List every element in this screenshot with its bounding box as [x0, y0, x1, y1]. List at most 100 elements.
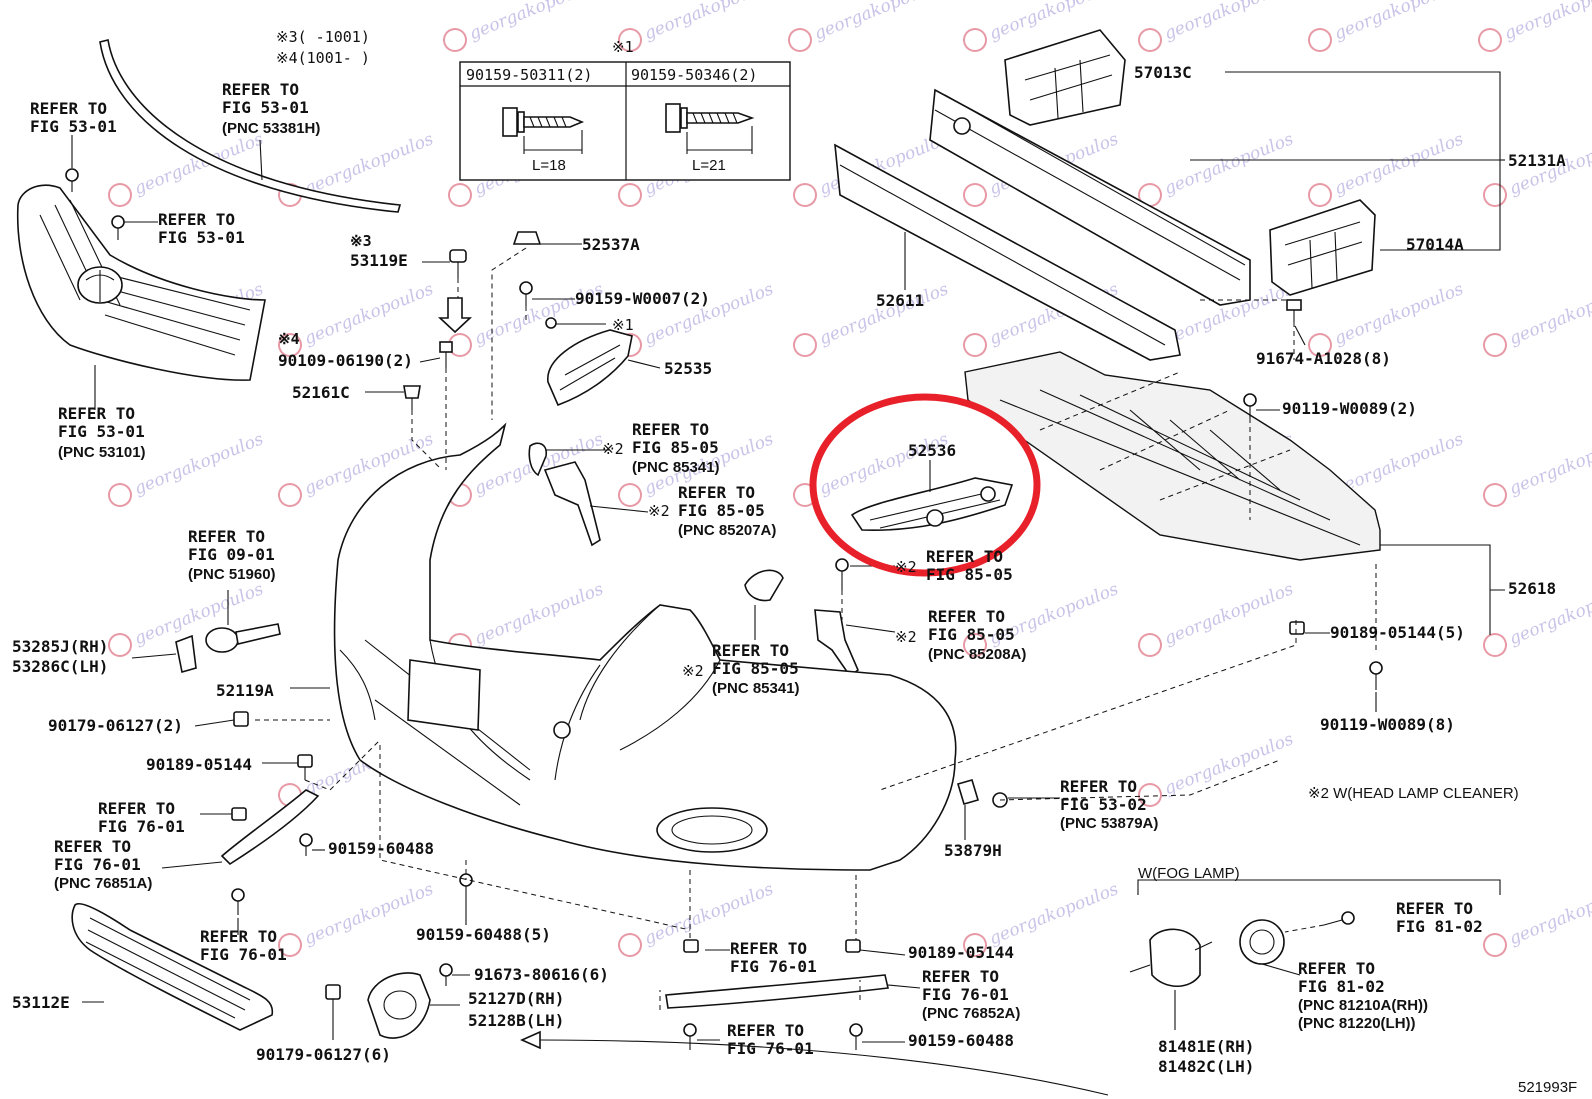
watermark-43: georgakopoulos	[278, 879, 437, 957]
screw-icon	[459, 873, 473, 900]
screw-icon	[1369, 661, 1383, 690]
clip-icon	[845, 939, 861, 953]
svg-text:georgakopoulos: georgakopoulos	[1331, 0, 1466, 44]
label-star2-e: ※2	[682, 662, 704, 680]
svg-text:georgakopoulos: georgakopoulos	[1161, 0, 1296, 44]
clip-icon	[512, 231, 542, 245]
watermark-18: georgakopoulos	[278, 279, 437, 357]
svg-text:georgakopoulos: georgakopoulos	[1161, 579, 1296, 649]
fog-lamp-bulb	[1239, 919, 1285, 965]
bolt-table-header: ※1	[612, 38, 634, 56]
clip-icon	[403, 385, 421, 410]
svg-text:georgakopoulos: georgakopoulos	[1506, 279, 1592, 349]
label-star2-b: ※2	[648, 502, 670, 520]
label-91673: 91673-80616(6)	[474, 965, 609, 984]
screw-icon	[65, 168, 79, 192]
watermark-2: georgakopoulos	[618, 0, 777, 52]
upper-molding-strip	[99, 39, 402, 213]
watermark-21: georgakopoulos	[793, 279, 952, 357]
screw-icon	[519, 281, 533, 306]
label-90179-b: 90179-06127(6)	[256, 1045, 391, 1064]
label-52127d: 52127D(RH)52128B(LH)	[468, 989, 564, 1030]
svg-text:georgakopoulos: georgakopoulos	[1506, 879, 1592, 949]
fog-lamp-housing	[1129, 928, 1213, 988]
bumper-bracket-52536	[850, 477, 1014, 532]
washer-nozzle	[543, 461, 601, 547]
label-90159-60488-c: 90159-60488	[908, 1031, 1014, 1050]
label-90189-b: 90189-05144	[908, 943, 1014, 962]
label-52536: 52536	[908, 441, 956, 460]
svg-text:georgakopoulos: georgakopoulos	[1161, 729, 1296, 799]
svg-text:georgakopoulos: georgakopoulos	[816, 279, 951, 349]
screw-icon	[835, 558, 849, 590]
clip-icon	[297, 754, 313, 780]
washer-cap	[528, 442, 548, 477]
dashed-lines	[255, 247, 1377, 1010]
screw-icon	[439, 963, 453, 986]
svg-text:georgakopoulos: georgakopoulos	[301, 129, 436, 199]
label-90189-a: 90189-05144	[146, 755, 252, 774]
svg-text:georgakopoulos: georgakopoulos	[1161, 129, 1296, 199]
side-retainer-76851a	[220, 789, 320, 866]
label-57013c: 57013C	[1134, 63, 1192, 82]
label-81481e: 81481E(RH)81482C(LH)	[1158, 1037, 1254, 1076]
svg-text:georgakopoulos: georgakopoulos	[466, 0, 601, 44]
clip-icon	[231, 807, 247, 821]
svg-text:georgakopoulos: georgakopoulos	[641, 0, 776, 44]
bolt-table-len1: L=18	[532, 157, 566, 174]
screw-icon	[299, 833, 313, 856]
svg-text:georgakopoulos: georgakopoulos	[1501, 0, 1592, 44]
label-53879h: 53879H	[944, 841, 1002, 860]
energy-absorber	[834, 143, 1181, 361]
label-star3-note: ※3( -1001)※4(1001- )	[276, 28, 370, 67]
label-53112e: 53112E	[12, 993, 70, 1012]
label-star2-a: ※2	[602, 440, 624, 458]
bolt-table-col1: 90159-50311(2)	[466, 66, 592, 84]
svg-text:georgakopoulos: georgakopoulos	[131, 429, 266, 499]
screw-icon	[111, 215, 125, 240]
label-star2-d: ※2	[895, 628, 917, 646]
fog-lamp-cover	[367, 972, 431, 1039]
engine-undercover	[964, 351, 1381, 561]
fog-lamp-group-label: W(FOG LAMP)	[1138, 865, 1240, 882]
support-57014a	[1269, 199, 1376, 296]
watermark-5: georgakopoulos	[1138, 0, 1297, 52]
bolt-icon	[665, 103, 755, 154]
watermark-15: georgakopoulos	[1308, 129, 1467, 207]
watermark-1: georgakopoulos	[443, 0, 602, 52]
label-53285j: 53285J(RH)53286C(LH)	[12, 637, 108, 676]
clip-icon	[325, 984, 341, 1000]
watermark-37: georgakopoulos	[1138, 579, 1297, 657]
svg-text:georgakopoulos: georgakopoulos	[1506, 429, 1592, 499]
label-52537a: 52537A	[582, 235, 640, 254]
front-bumper-cover	[333, 422, 957, 871]
watermark-14: georgakopoulos	[1138, 129, 1297, 207]
svg-text:georgakopoulos: georgakopoulos	[986, 879, 1121, 949]
arrow-down-icon	[437, 297, 473, 334]
svg-text:georgakopoulos: georgakopoulos	[301, 279, 436, 349]
washer-nozzle	[814, 609, 859, 678]
bumper-reinforcement	[929, 88, 1251, 306]
label-90189-c: 90189-05144(5)	[1330, 623, 1465, 642]
label-90119-b: 90119-W0089(8)	[1320, 715, 1455, 734]
fog-lamp-opening	[656, 807, 768, 853]
label-57014a: 57014A	[1406, 235, 1464, 254]
watermark-9: georgakopoulos	[278, 129, 437, 207]
label-91674: 91674-A1028(8)	[1256, 349, 1391, 368]
